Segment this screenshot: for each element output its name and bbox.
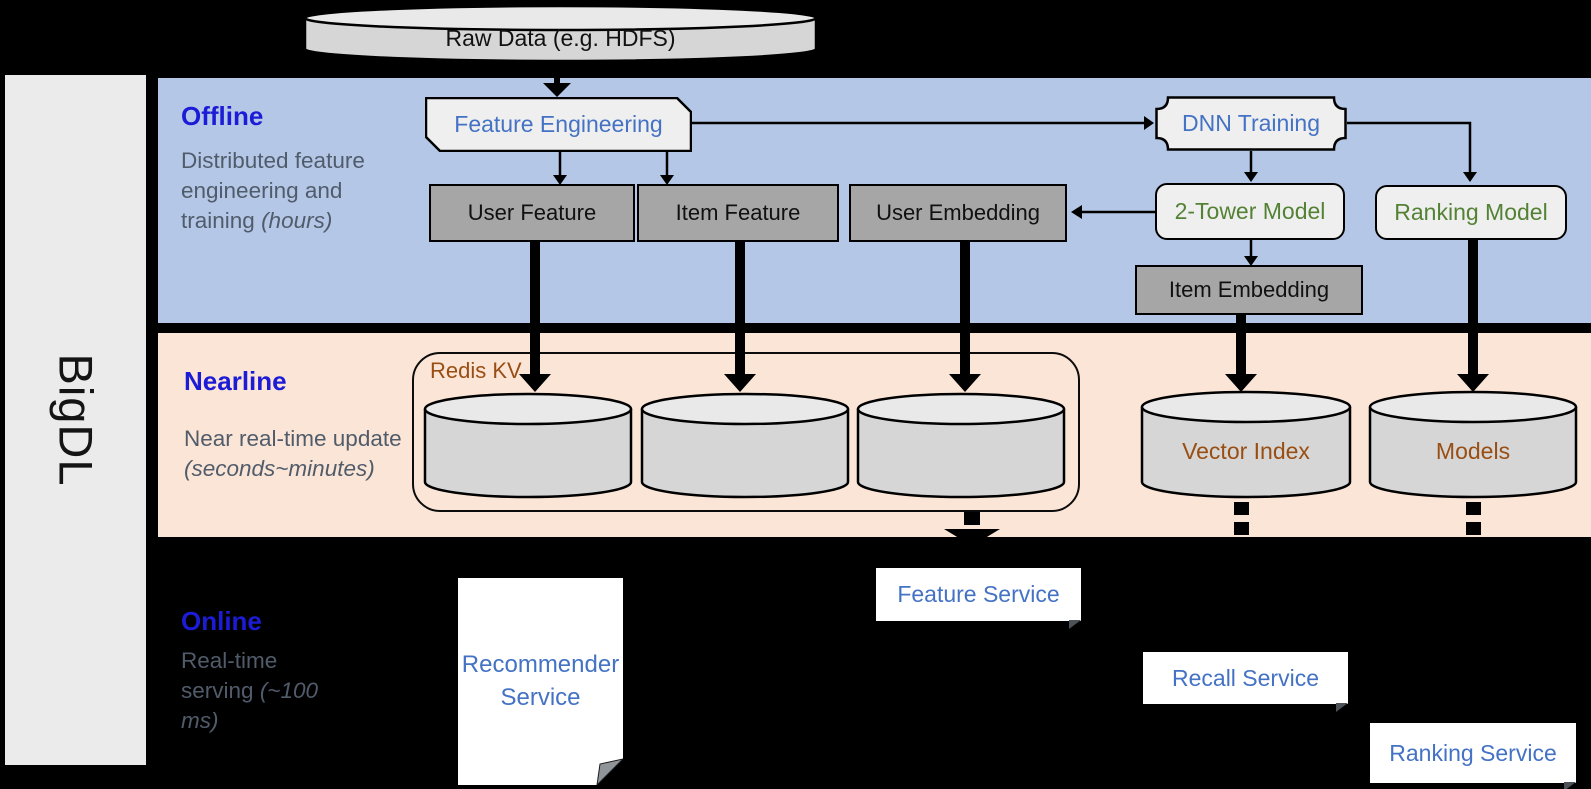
models-store: Models: [1368, 390, 1578, 500]
arrow-item-feature-to-redis: [724, 242, 756, 392]
user-embedding-node: User Embedding: [849, 184, 1067, 242]
arrow-ranking-model-to-models: [1457, 240, 1489, 392]
dashed-arrow-redis-to-feature-service: [944, 512, 1000, 546]
ranking-model-label: Ranking Model: [1394, 199, 1548, 225]
arrow-feature-engineering-to-item-feature: [660, 152, 674, 185]
cylinder-shape-icon: [1368, 390, 1578, 499]
two-tower-model-node: 2-Tower Model: [1155, 183, 1345, 240]
framework-bar: BigDL: [5, 75, 146, 765]
offline-desc-text: Distributed feature engineering and trai…: [181, 148, 365, 234]
arrow-two-tower-to-item-embedding: [1244, 240, 1258, 266]
online-label: Online: [181, 606, 262, 636]
arrow-feature-engineering-to-dnn-training: [692, 116, 1154, 130]
offline-description: Distributed feature engineering and trai…: [181, 146, 373, 236]
redis-shard-cylinder: [856, 392, 1066, 500]
arrow-two-tower-to-user-embedding: [1071, 205, 1155, 219]
nearline-label: Nearline: [184, 366, 287, 396]
feature-engineering-label: Feature Engineering: [454, 111, 663, 137]
nearline-desc-em: (seconds~minutes): [184, 456, 375, 482]
arrow-user-feature-to-redis: [519, 242, 551, 392]
ranking-service-node: Ranking Service: [1370, 723, 1576, 789]
dnn-training-label: DNN Training: [1181, 110, 1321, 136]
recall-service-label: Recall Service: [1172, 664, 1319, 691]
document-shape-icon: [458, 578, 625, 787]
recommender-service-node: Recommender Service: [458, 578, 625, 787]
user-embedding-label: User Embedding: [876, 200, 1040, 225]
snip-rectangle-icon: [424, 96, 693, 153]
redis-kv-container: [412, 352, 1080, 512]
raw-data-label: Raw Data (e.g. HDFS): [445, 24, 676, 51]
ranking-service-label: Ranking Service: [1389, 739, 1557, 766]
offline-label: Offline: [181, 101, 264, 131]
online-description: Real-time serving (~100 ms): [181, 646, 331, 736]
cylinder-shape-icon: [1140, 390, 1352, 499]
cylinder-shape-icon: [303, 4, 818, 63]
cylinder-shape-icon: [423, 392, 633, 499]
online-desc-em: (~100 ms): [181, 678, 318, 734]
arrow-user-embedding-to-redis: [949, 242, 981, 392]
item-embedding-label: Item Embedding: [1168, 277, 1330, 302]
feature-engineering-node: Feature Engineering: [424, 96, 693, 153]
arrow-item-embedding-to-vector-index: [1225, 315, 1257, 392]
models-label: Models: [1435, 437, 1511, 464]
recall-service-node: Recall Service: [1143, 652, 1348, 712]
arrow-feature-engineering-to-user-feature: [553, 152, 567, 185]
offline-desc-em: (hours): [261, 208, 333, 234]
item-embedding-node: Item Embedding: [1135, 265, 1363, 315]
online-desc-text: Real-time serving: [181, 648, 278, 704]
arrow-dnn-training-to-two-tower-model: [1244, 151, 1258, 182]
feature-service-label: Feature Service: [897, 581, 1060, 607]
arrow-dnn-training-to-ranking-model: [1347, 121, 1477, 182]
nearline-description: Near real-time update (seconds~minutes): [184, 424, 402, 484]
vector-index-store: Vector Index: [1140, 390, 1352, 500]
plaque-shape-icon: [1155, 96, 1347, 151]
dnn-training-node: DNN Training: [1155, 96, 1347, 151]
redis-kv-label: Redis KV: [430, 358, 522, 383]
item-feature-node: Item Feature: [637, 184, 839, 242]
ranking-model-node: Ranking Model: [1375, 185, 1567, 240]
item-feature-label: Item Feature: [675, 200, 801, 225]
cylinder-shape-icon: [640, 392, 850, 499]
redis-shard-cylinder: [423, 392, 633, 500]
arrow-rawdata-to-feature-engineering: [543, 63, 571, 97]
dashed-link-vector-index-to-recall-service: [1234, 502, 1249, 535]
user-feature-label: User Feature: [467, 200, 597, 225]
cylinder-shape-icon: [856, 392, 1066, 499]
nearline-desc-text: Near real-time update: [184, 426, 402, 451]
two-tower-model-label: 2-Tower Model: [1174, 198, 1326, 224]
feature-service-node: Feature Service: [876, 568, 1081, 629]
raw-data-store: Raw Data (e.g. HDFS): [303, 3, 818, 65]
recommender-service-label: Recommender Service: [461, 651, 620, 711]
user-feature-node: User Feature: [429, 184, 635, 242]
vector-index-label: Vector Index: [1182, 437, 1310, 464]
redis-shard-cylinder: [640, 392, 850, 500]
dashed-link-models-to-ranking-service: [1466, 502, 1481, 535]
